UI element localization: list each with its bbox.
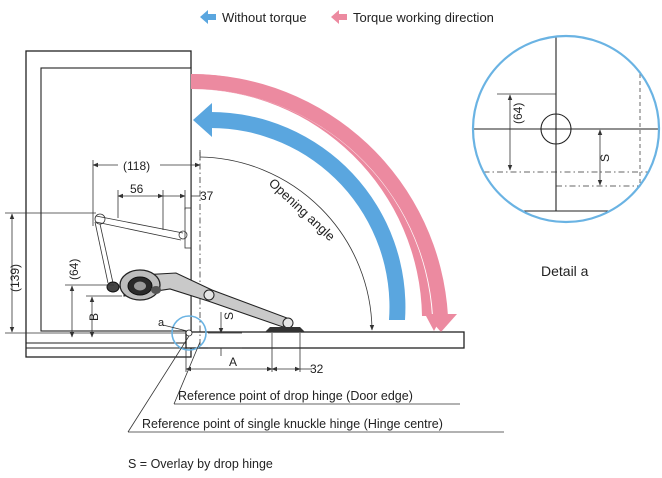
- dim-S: S: [222, 312, 236, 320]
- legend-pink-arrow-icon: [331, 10, 347, 24]
- overlay-footnote: S = Overlay by drop hinge: [128, 457, 273, 471]
- torque-arrow-blue-head: [193, 103, 212, 137]
- torque-arrow-pink: [191, 79, 442, 331]
- ref-knuckle-hinge: Reference point of single knuckle hinge …: [142, 417, 443, 431]
- torque-arrow-pink-head: [425, 314, 457, 332]
- dim-B: B: [87, 313, 101, 321]
- dimensions: (118) 56 37 (139) (64) B S A: [5, 152, 324, 376]
- dim-A: A: [229, 355, 237, 369]
- legend-torque-direction: Torque working direction: [353, 10, 494, 25]
- detail-a-circle: [471, 34, 661, 224]
- dim-64: (64): [67, 259, 81, 280]
- legend-without-torque: Without torque: [222, 10, 307, 25]
- dim-32: 32: [310, 362, 324, 376]
- flap: [26, 331, 465, 349]
- dim-139: (139): [8, 264, 22, 292]
- dim-56: 56: [130, 182, 144, 196]
- torque-arrow-blue: [210, 111, 406, 321]
- legend-blue-arrow-icon: [200, 10, 216, 24]
- torque-arrow-pink-band: [191, 73, 448, 316]
- reference-leaders: Reference point of drop hinge (Door edge…: [127, 335, 504, 433]
- detail-a-marker: [171, 315, 207, 351]
- legend: Without torque Torque working direction: [200, 10, 494, 25]
- dim-37: 37: [200, 189, 214, 203]
- detail-dim-64: (64): [511, 103, 525, 124]
- dim-118: (118): [123, 159, 150, 173]
- opening-angle-label: Opening angle: [266, 175, 338, 244]
- ref-drop-hinge: Reference point of drop hinge (Door edge…: [178, 389, 413, 403]
- opening-angle-arc: [199, 156, 375, 331]
- detail-title: Detail a: [541, 263, 589, 279]
- detail-a-letter: a: [158, 317, 165, 329]
- detail-a: (64) S Detail a: [471, 34, 661, 279]
- cabinet-panel: [25, 50, 192, 358]
- hinge-mechanism: [94, 207, 305, 332]
- detail-dim-S: S: [598, 154, 612, 162]
